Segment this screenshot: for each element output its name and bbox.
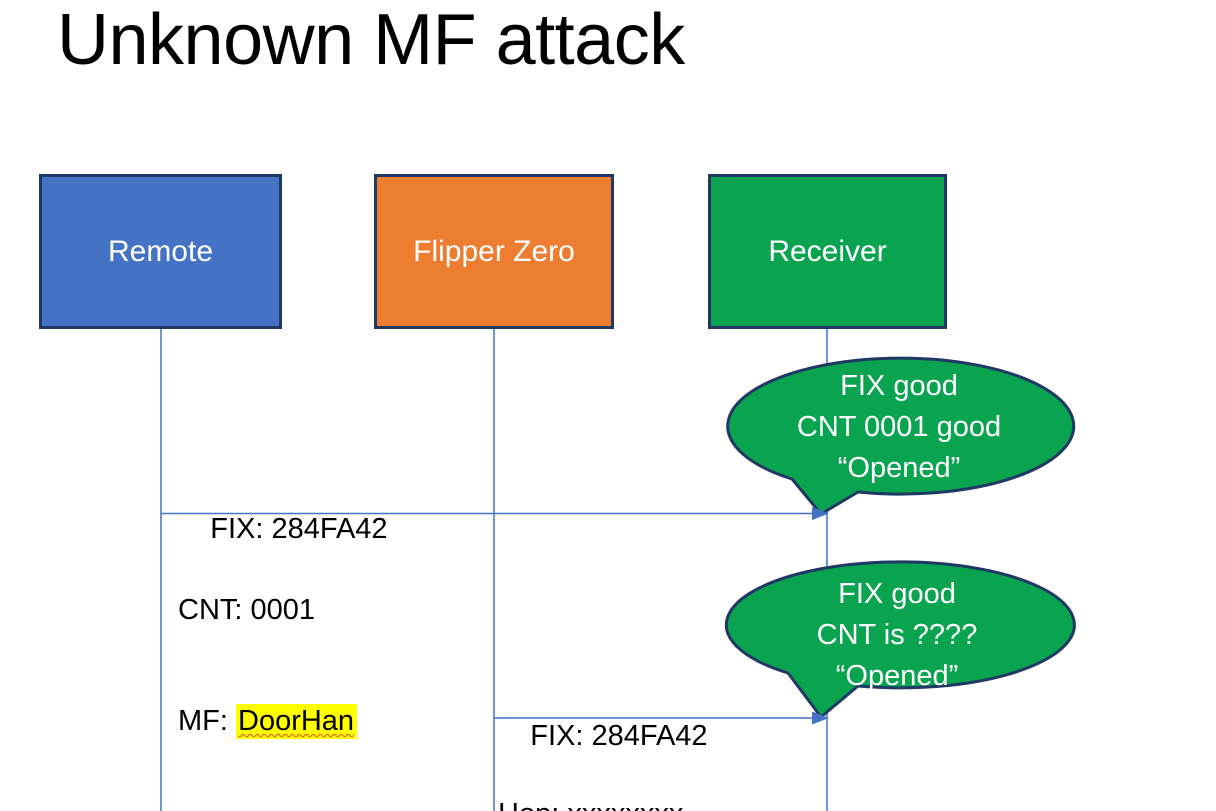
callout-bubble-1 (726, 356, 1076, 516)
callout1-line2: CNT 0001 good (796, 411, 1002, 443)
message1-fix: FIX: 284FA42 (210, 513, 388, 545)
actor-label-receiver: Receiver (768, 234, 887, 268)
actor-label-flipper-zero: Flipper Zero (413, 234, 575, 268)
actor-box-flipper-zero: Flipper Zero (374, 174, 614, 329)
message-arrow-1 (161, 507, 829, 520)
message-arrow-2 (494, 711, 829, 725)
message1-mf-prefix: MF: (178, 705, 236, 737)
message1-cnt: CNT: 0001 (178, 594, 316, 626)
callout2-line3: “Opened” (835, 660, 959, 692)
message1-mf-line: MF: DoorHan (178, 703, 358, 740)
actor-box-receiver: Receiver (708, 174, 947, 329)
message2-hop-line: Hop: xxxxxxxx (498, 796, 683, 811)
message1-label-below: CNT: 0001 MF: DoorHan (178, 518, 358, 811)
callout1-line3: “Opened” (837, 452, 961, 484)
slide-title: Unknown MF attack (57, 0, 685, 80)
actor-label-remote: Remote (107, 234, 214, 268)
message2-hop-prefix: Hop: (498, 798, 567, 811)
callout2-line2: CNT is ???? (816, 619, 978, 651)
actor-box-remote: Remote (39, 174, 282, 329)
callout2-text: FIX good CNT is ???? “Opened” (722, 574, 1072, 697)
message1-mf-value-highlighted: DoorHan (236, 704, 358, 739)
message1-label-above: FIX: 284FA42 (178, 474, 388, 585)
arrowhead-icon (812, 507, 829, 520)
message2-label-above: FIX: 284FA42 (498, 681, 708, 792)
message2-hop-value: xxxxxxxx (567, 798, 683, 811)
callout2-line1: FIX good (838, 578, 956, 610)
callout1-text: FIX good CNT 0001 good “Opened” (724, 366, 1074, 489)
callout-bubble-2 (724, 560, 1076, 719)
message2-fix: FIX: 284FA42 (530, 720, 708, 752)
callout1-line1: FIX good (840, 370, 958, 402)
arrowhead-icon (812, 711, 829, 725)
message2-label-below: Hop: xxxxxxxx MF: Unknown (498, 722, 683, 811)
